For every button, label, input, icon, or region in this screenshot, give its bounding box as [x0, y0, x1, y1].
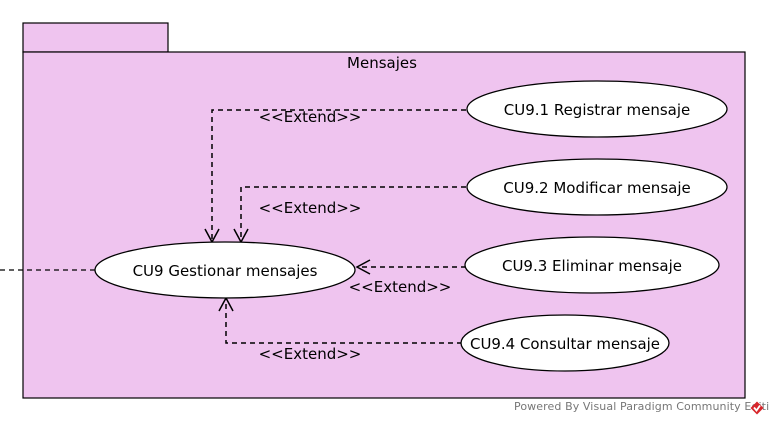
use-case-uc1-label: CU9.1 Registrar mensaje — [504, 101, 690, 119]
visual-paradigm-logo-icon — [750, 401, 764, 415]
use-case-uc4[interactable] — [460, 314, 670, 372]
extend-label-uc3: <<Extend>> — [349, 278, 452, 296]
powered-by-footer: Powered By Visual Paradigm Community Edi… — [514, 400, 769, 413]
extend-label-uc2: <<Extend>> — [259, 199, 362, 217]
use-case-uc1[interactable] — [466, 80, 728, 138]
extend-label-uc1: <<Extend>> — [259, 108, 362, 126]
use-case-uc3[interactable] — [464, 236, 720, 294]
extend-relation-uc3 — [355, 259, 466, 275]
package-tab — [22, 22, 169, 53]
use-case-uc2-label: CU9.2 Modificar mensaje — [503, 179, 690, 197]
use-case-uc3-label: CU9.3 Eliminar mensaje — [502, 257, 682, 275]
use-case-main-label: CU9 Gestionar mensajes — [133, 262, 318, 280]
package-name: Mensajes — [347, 54, 417, 72]
use-case-main[interactable] — [94, 241, 356, 299]
use-case-uc4-label: CU9.4 Consultar mensaje — [470, 335, 660, 353]
extend-label-uc4: <<Extend>> — [259, 345, 362, 363]
use-case-uc2[interactable] — [466, 158, 728, 216]
